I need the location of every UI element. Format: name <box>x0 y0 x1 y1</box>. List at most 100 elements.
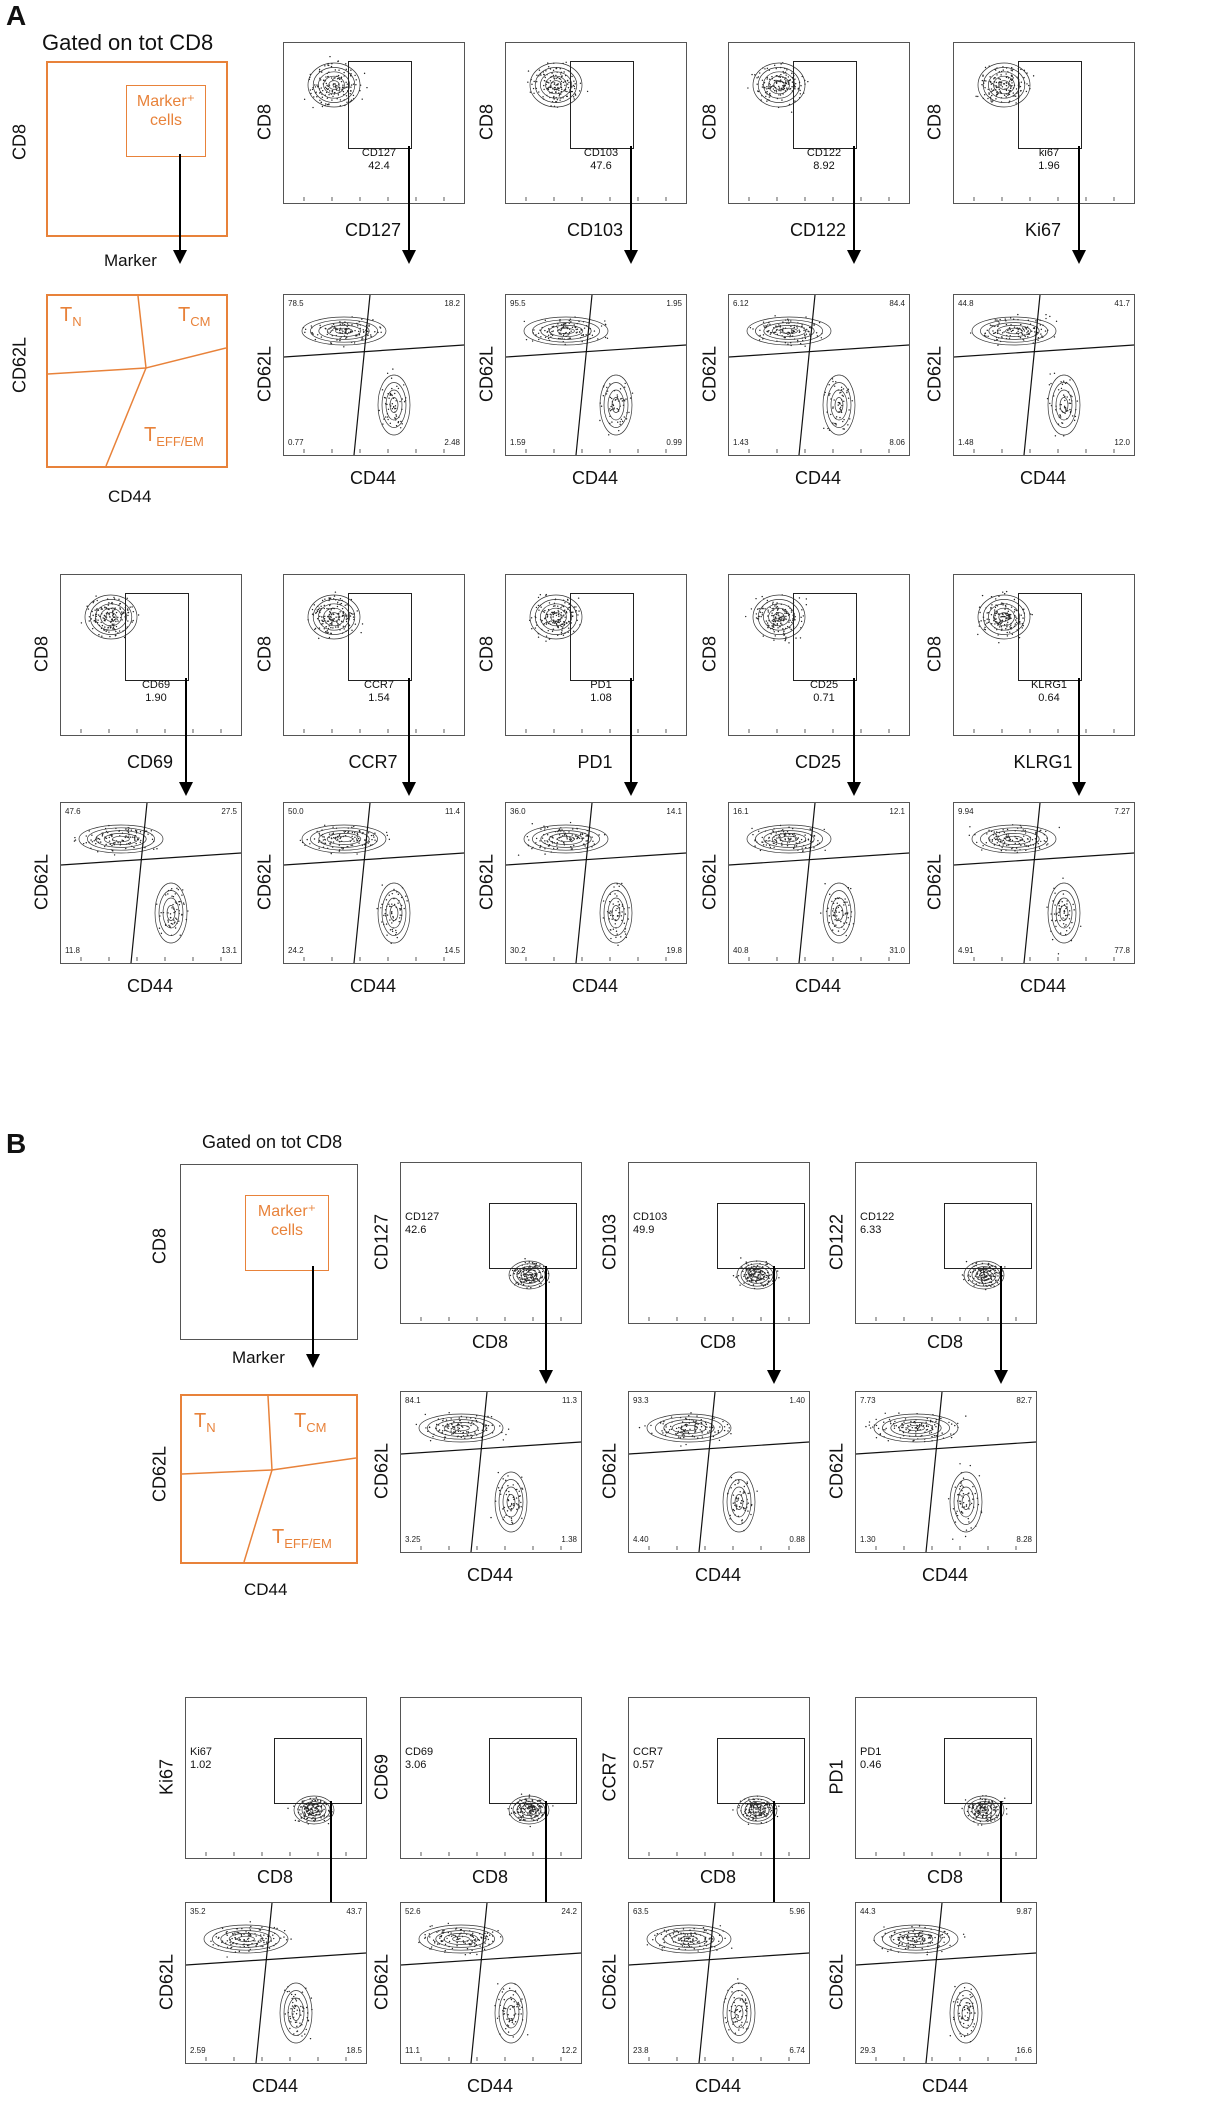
panel-b-top-quadrant-plot-2-event-dot <box>700 1418 702 1421</box>
panel-a-top-gate-plot-4-event-dot <box>1008 80 1011 82</box>
panel-a-bottom-gate-plot-1-event-dot <box>127 609 129 611</box>
panel-a-bottom-quadrant-plot-5-event-dot <box>1068 914 1070 916</box>
panel-a-top-gate-plot-3-arrow-head <box>847 250 861 264</box>
panel-b-top-gate-plot-1-event-dot <box>517 1272 520 1275</box>
panel-b-top-gate-plot-1-y-label: CD127 <box>371 1213 392 1271</box>
panel-a-bottom-quadrant-plot-1-event-dot <box>127 829 130 831</box>
panel-a-top-quadrant-plot-1-quadrant-tl: 78.5 <box>288 299 304 308</box>
panel-b-top-gate-plot-1-event-dot <box>530 1286 532 1289</box>
panel-a-bottom-quadrant-plot-5-event-dot <box>996 842 998 844</box>
panel-b-top-quadrant-plot-1-contour <box>443 1422 479 1434</box>
panel-a-bottom-quadrant-plot-4-event-dot <box>813 834 815 837</box>
panel-a-top-quadrant-plot-2-event-dot <box>565 331 567 334</box>
panel-a-top-gate-plot-3-event-dot <box>807 80 809 83</box>
panel-a-top-quadrant-plot-1-contour <box>301 316 387 346</box>
panel-a-top-gate-plot-3-event-dot <box>794 100 796 102</box>
panel-b-top-gate-plot-1-svg <box>420 1258 562 1321</box>
panel-a-bottom-quadrant-plot-3-event-dot <box>566 836 568 838</box>
panel-b-top-gate-plot-3-event-dot <box>994 1269 997 1271</box>
panel-a-top-quadrant-plot-3-event-dot <box>839 416 841 419</box>
panel-a-top-gate-plot-3-event-dot <box>779 76 781 79</box>
panel-a-top-gate-plot-4-event-dot <box>984 86 986 89</box>
panel-b-top-quadrant-plot-3-event-dot <box>925 1424 928 1427</box>
panel-a-top-gate-plot-1-event-dot <box>343 75 345 77</box>
panel-a-bottom-quadrant-plot-5-event-dot <box>1023 840 1026 843</box>
panel-b-top-gate-plot-2-event-dot <box>770 1274 772 1276</box>
panel-a-top-quadrant-plot-3-event-dot <box>839 403 841 405</box>
panel-b-bottom-gate-plot-1-event-dot <box>308 1814 310 1817</box>
panel-a-bottom-quadrant-plot-1-event-dot <box>182 889 184 891</box>
panel-a-top-quadrant-plot-3-event-dot <box>835 381 837 383</box>
panel-a-top-quadrant-plot-2-event-dot <box>616 398 618 400</box>
panel-a-bottom-quadrant-plot-5-event-dot <box>986 833 988 835</box>
panel-b-top-quadrant-plot-2-contour <box>663 1419 715 1437</box>
panel-b-top-quadrant-plot-1-event-dot <box>516 1508 518 1511</box>
panel-b-top-quadrant-plot-3-event-dot <box>872 1426 874 1428</box>
panel-a-bottom-gate-plot-3-event-dot <box>535 606 538 609</box>
panel-b-top-gate-plot-1-event-dot <box>541 1276 543 1279</box>
panel-b-top-quadrant-plot-2-contour <box>680 1424 698 1432</box>
panel-a-top-gate-plot-3-event-dot <box>770 85 773 88</box>
panel-b-top-quadrant-plot-3-event-dot <box>925 1421 927 1424</box>
panel-a-top-quadrant-plot-3-event-dot <box>820 337 823 339</box>
panel-a-top-gate-plot-1-event-dot <box>320 101 323 103</box>
panel-b-top-quadrant-plot-1-event-dot <box>512 1484 514 1486</box>
panel-a-top-gate-plot-3-event-dot <box>771 75 773 78</box>
panel-a-bottom-quadrant-plot-1-event-dot <box>135 842 137 845</box>
panel-a-top-quadrant-plot-2-event-dot <box>560 324 563 326</box>
panel-a-bottom-quadrant-plot-4-event-dot <box>786 831 789 833</box>
panel-a-top-quadrant-plot-1-event-dot <box>401 423 403 425</box>
panel-a-top-quadrant-plot-4-event-dot <box>997 344 999 346</box>
panel-b-top-quadrant-plot-3-event-dot <box>909 1423 912 1426</box>
panel-a-bottom-quadrant-plot-2-event-dot <box>376 907 378 910</box>
panel-a-bottom-gate-plot-3-event-dot <box>531 628 533 630</box>
panel-a-bottom-quadrant-plot-5-event-dot <box>1051 938 1054 941</box>
panel-a-bottom-quadrant-plot-2-event-dot <box>346 845 348 848</box>
panel-a-bottom-gate-plot-3-contour <box>534 599 578 635</box>
panel-b-top-gate-plot-2-svg <box>648 1257 790 1321</box>
panel-a-bottom-gate-plot-2-event-dot <box>329 623 332 625</box>
panel-a-top-gate-plot-1-event-dot <box>331 99 333 101</box>
panel-a-top-quadrant-plot-2-svg <box>506 295 686 455</box>
panel-b-bottom-gate-plot-1-event-dot <box>297 1820 300 1822</box>
panel-a-bottom-gate-plot-4-event-dot <box>761 612 764 614</box>
panel-b-top-gate-plot-3-event-dot <box>992 1275 994 1278</box>
panel-a-top-gate-plot-1-event-dot <box>318 68 321 71</box>
panel-a-bottom-quadrant-plot-3-event-dot <box>568 838 571 840</box>
panel-b-top-quadrant-plot-1-event-dot <box>445 1426 447 1428</box>
panel-b-bottom-gate-plot-1-event-dot <box>311 1808 313 1810</box>
panel-b-top-quadrant-plot-2-event-dot <box>675 1432 677 1435</box>
panel-a-top-quadrant-plot-1-contour <box>389 397 399 413</box>
panel-a-bottom-gate-plot-3-event-dot <box>551 630 554 633</box>
panel-a-bottom-gate-plot-3-event-dot <box>545 635 548 637</box>
panel-a-bottom-quadrant-plot-5-contour <box>1005 835 1023 843</box>
panel-a-bottom-gate-plot-5-event-dot <box>995 618 997 620</box>
panel-a-bottom-quadrant-plot-1-contour <box>87 827 155 851</box>
panel-a-bottom-gate-plot-1-event-dot <box>132 610 135 613</box>
panel-a-bottom-quadrant-plot-2-event-dot <box>332 832 335 834</box>
panel-a-bottom-gate-plot-5-event-dot <box>1000 616 1002 618</box>
panel-a-bottom-quadrant-plot-1-event-dot <box>167 912 169 914</box>
panel-a-top-quadrant-plot-1-event-dot <box>388 397 390 399</box>
panel-b-top-gate-plot-1-event-dot <box>520 1278 522 1280</box>
panel-a-top-quadrant-plot-3-event-dot <box>762 321 765 323</box>
panel-a-top-gate-plot-1-event-dot <box>331 89 334 92</box>
panel-b-top-quadrant-plot-2-event-dot <box>680 1445 682 1447</box>
panel-a-top-gate-plot-3-event-dot <box>766 67 769 70</box>
schematic-b-marker-box: Marker⁺ cells <box>245 1195 329 1271</box>
panel-b-top-gate-plot-2-gate-name: CD103 <box>633 1211 668 1223</box>
panel-b-top-gate-plot-2-contour <box>736 1260 778 1290</box>
panel-a-bottom-quadrant-plot-2-event-dot <box>381 884 383 886</box>
panel-b-top-quadrant-plot-1-event-dot <box>460 1436 462 1439</box>
panel-a-bottom-quadrant-plot-4-event-dot <box>754 845 756 847</box>
panel-a-bottom-gate-plot-3-event-dot <box>558 611 560 613</box>
panel-a-bottom-gate-plot-2-event-dot <box>334 591 337 593</box>
panel-a-bottom-quadrant-plot-3-event-dot <box>543 825 545 827</box>
panel-a-top-gate-plot-1-event-dot <box>330 65 333 68</box>
panel-a-bottom-quadrant-plot-2-event-dot <box>328 836 330 839</box>
panel-a-bottom-gate-plot-1-event-dot <box>97 619 99 621</box>
panel-a-bottom-quadrant-plot-3-event-dot <box>602 900 605 902</box>
panel-b-top-quadrant-plot-1-event-dot <box>507 1485 509 1487</box>
panel-a-bottom-gate-plot-4-event-dot <box>805 604 808 606</box>
